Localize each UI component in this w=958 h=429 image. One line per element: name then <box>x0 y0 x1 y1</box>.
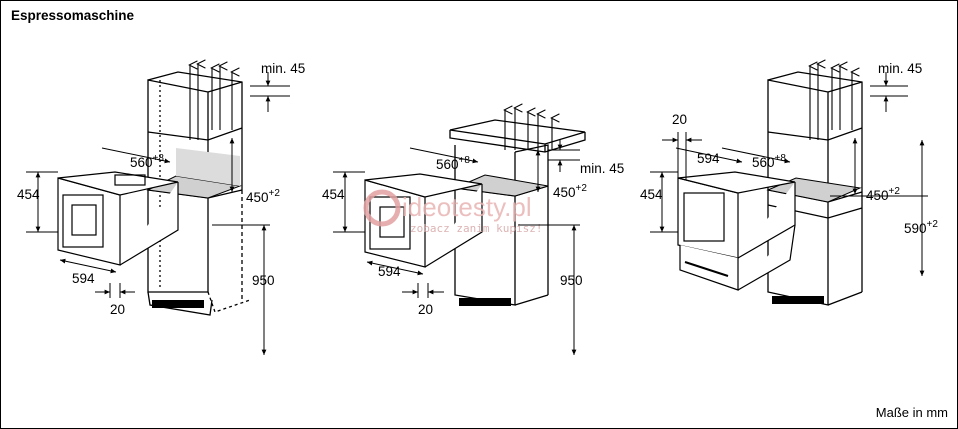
espresso-appliance-3 <box>677 171 796 291</box>
watermark-brand: ideotesty.pl <box>402 192 532 222</box>
vent-arrows-2 <box>505 108 552 150</box>
units-note: Maße in mm <box>875 405 948 420</box>
watermark: ideotesty.pl zobacz zanim kupisz! <box>363 189 542 235</box>
niche-height-label-3: 450+2 <box>866 186 900 203</box>
niche-height-label-2: 450+2 <box>553 183 587 200</box>
height-label-2: 454 <box>322 187 345 202</box>
min-gap-label-2: min. 45 <box>580 161 624 176</box>
espresso-appliance-2 <box>364 173 483 268</box>
protrusion-label-3: 20 <box>672 112 687 127</box>
vent-arrows-3 <box>810 64 852 140</box>
height-label-3: 454 <box>640 187 663 202</box>
protrusion-label-1: 20 <box>110 302 125 317</box>
total-height-label-3: 590+2 <box>904 219 938 236</box>
protrusion-label-2: 20 <box>418 302 433 317</box>
niche-height-label-1: 450+2 <box>246 188 280 205</box>
height-label-1: 454 <box>17 187 40 202</box>
diagram-1: min. 45 560+8 454 450+2 594 950 20 <box>17 61 305 355</box>
top-box-2 <box>449 119 586 153</box>
diagram-3: min. 45 20 594 560+8 454 450+2 590+2 <box>640 61 938 306</box>
floor-height-label-2: 950 <box>560 273 583 288</box>
depth-label-3: 560+8 <box>752 153 786 170</box>
depth-label-2: 560+8 <box>436 155 470 172</box>
width-label-1: 594 <box>72 271 95 286</box>
vent-arrows-1 <box>190 64 232 140</box>
min-gap-label-3: min. 45 <box>878 61 922 76</box>
depth-label-1: 560+8 <box>130 153 164 170</box>
floor-height-label-1: 950 <box>252 273 275 288</box>
width-label-2: 594 <box>378 264 401 279</box>
page-title: Espressomaschine <box>11 8 135 23</box>
min-gap-label-1: min. 45 <box>261 61 305 76</box>
diagram-2: ideotesty.pl zobacz zanim kupisz! 560+8 … <box>322 108 624 355</box>
watermark-tagline: zobacz zanim kupisz! <box>410 222 542 235</box>
espresso-appliance-1 <box>57 171 179 266</box>
width-label-3: 594 <box>697 151 720 166</box>
